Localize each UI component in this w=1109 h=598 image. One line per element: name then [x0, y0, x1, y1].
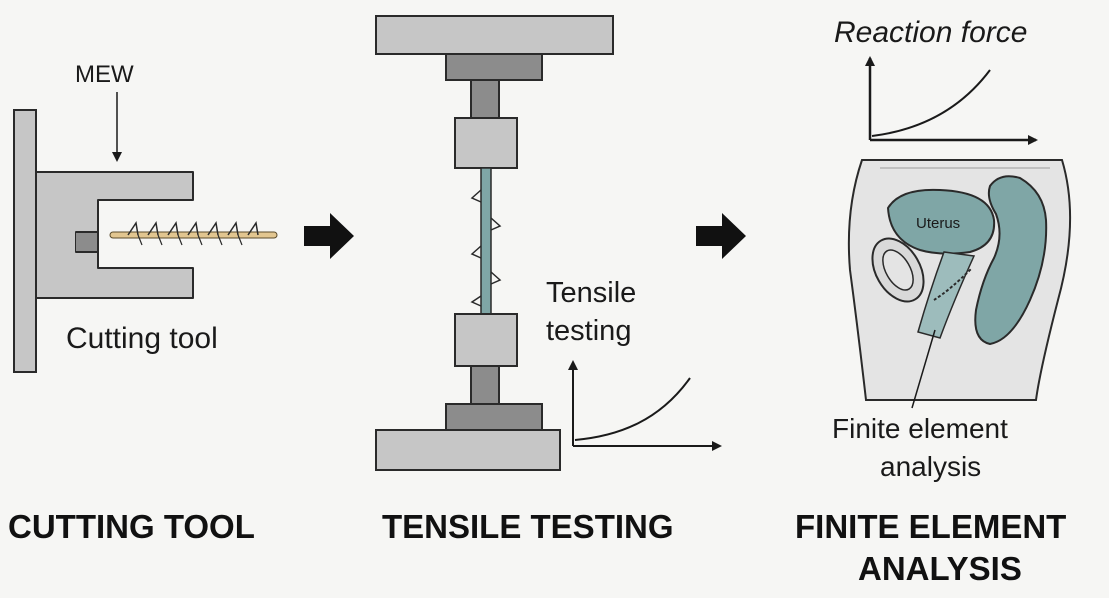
fea-leader-line	[911, 329, 936, 409]
cutting-tool-label: Cutting tool	[66, 322, 218, 355]
lower-crosshead	[375, 429, 561, 471]
tensile-curve	[574, 377, 691, 441]
flow-arrow-2	[696, 213, 746, 259]
reaction-force-graph	[865, 56, 1038, 145]
tensile-testing-caption: TENSILE TESTING	[382, 508, 674, 545]
implanted-mesh	[933, 267, 973, 301]
uterus-shape	[886, 188, 996, 255]
tensile-label-line2: testing	[546, 315, 631, 347]
rectum-shape	[974, 175, 1048, 346]
cutting-tool-caption: CUTTING TOOL	[8, 508, 255, 545]
fea-label-line2: analysis	[880, 451, 981, 482]
tensile-graph	[568, 360, 722, 451]
tensile-testing-panel: Tensile testing TENSILE TESTING	[375, 15, 722, 545]
reaction-force-label: Reaction force	[834, 16, 1027, 49]
uterus-label: Uterus	[916, 215, 960, 232]
tensile-label-line1: Tensile	[546, 277, 636, 309]
fea-label-line1: Finite element	[832, 413, 1008, 444]
reaction-force-curve	[871, 69, 991, 137]
fea-caption-line1: FINITE ELEMENT	[795, 508, 1066, 545]
mew-label: MEW	[75, 61, 134, 88]
flow-arrow-1	[304, 213, 354, 259]
upper-grip	[454, 117, 518, 169]
tool-mount-plate	[13, 109, 37, 373]
upper-crosshead	[375, 15, 614, 55]
cutting-tool-panel: MEW Cutting tool CUTTING TOOL	[8, 61, 278, 545]
test-specimen	[480, 167, 492, 315]
vaginal-canal	[917, 251, 976, 339]
mew-barbed-fibre	[109, 221, 278, 246]
fea-caption-line2: ANALYSIS	[858, 550, 1022, 587]
lower-grip	[454, 313, 518, 367]
finite-element-panel: Reaction force Uterus Finite element ana…	[795, 16, 1072, 587]
